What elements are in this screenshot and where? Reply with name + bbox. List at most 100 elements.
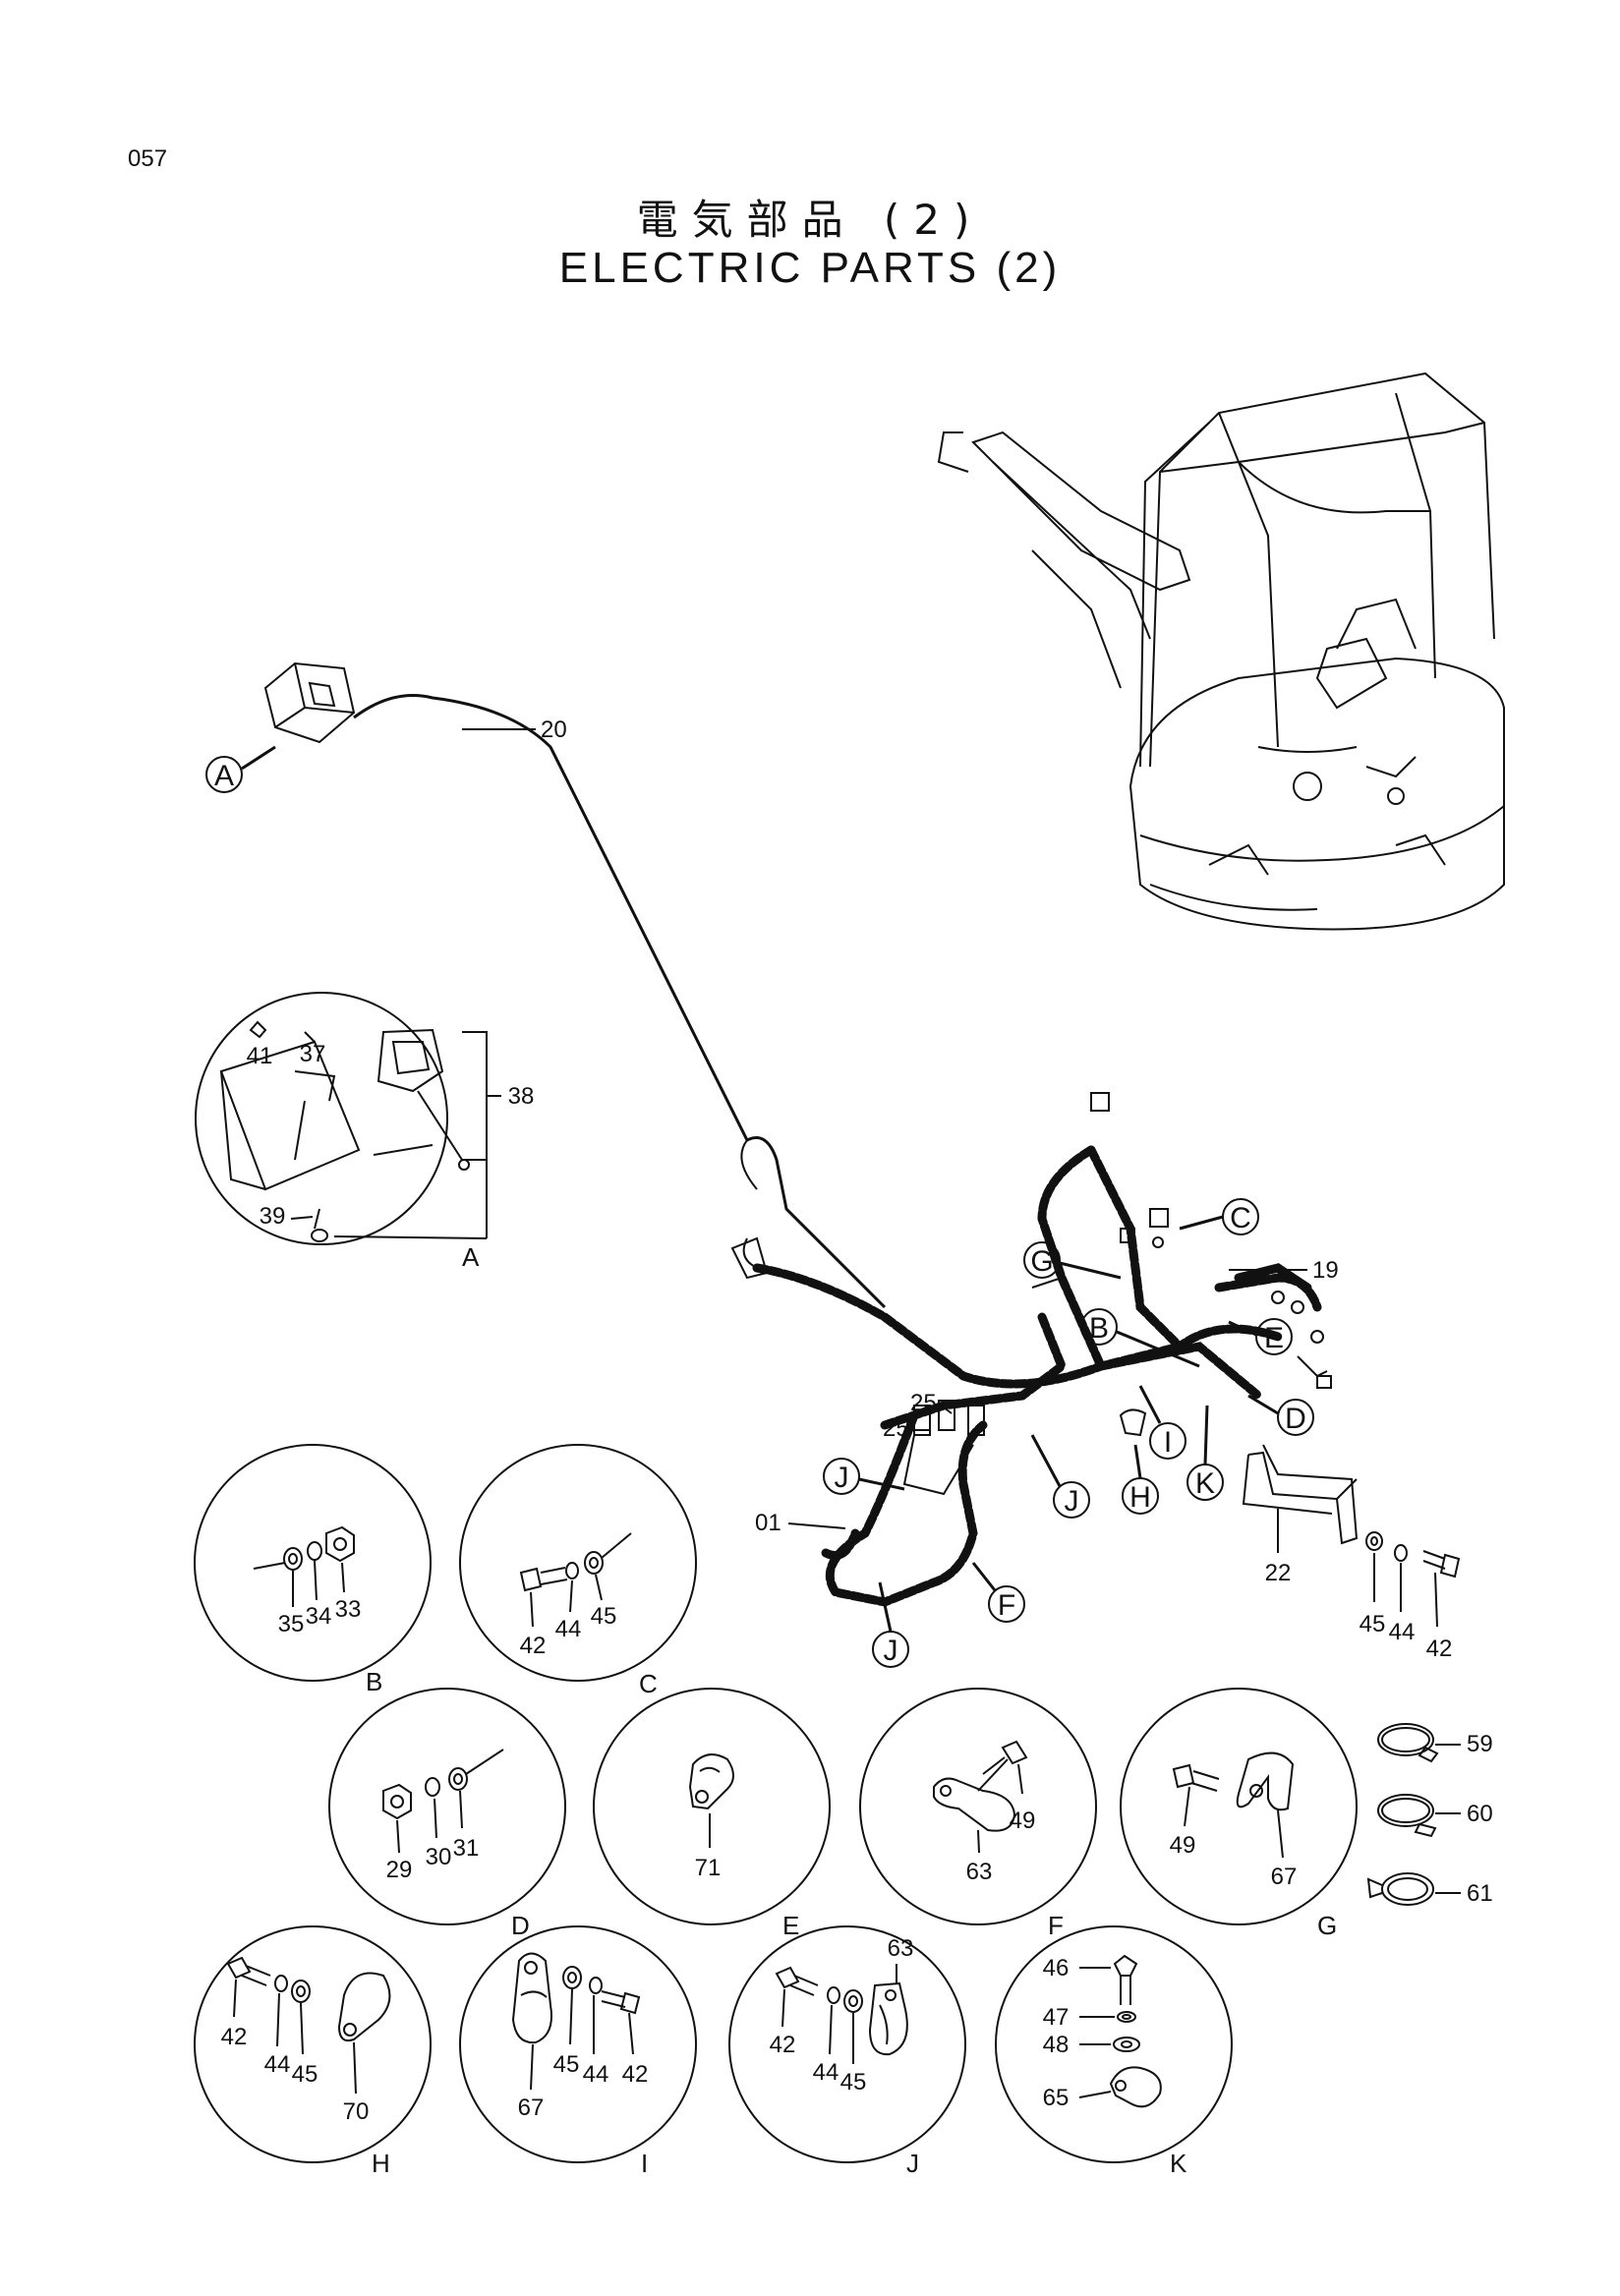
svg-text:47: 47 bbox=[1043, 2004, 1070, 2031]
svg-text:65: 65 bbox=[1043, 2085, 1070, 2111]
svg-text:G: G bbox=[1317, 1911, 1337, 1940]
svg-text:F: F bbox=[1048, 1911, 1064, 1940]
svg-text:G: G bbox=[1030, 1245, 1053, 1278]
svg-text:45: 45 bbox=[292, 2061, 318, 2088]
hose-clamps: 59 60 61 bbox=[1366, 1723, 1493, 1907]
detail-k: 46 47 48 65 K bbox=[995, 1925, 1233, 2178]
detail-b: 35 34 33 B bbox=[194, 1444, 432, 1696]
svg-text:31: 31 bbox=[453, 1835, 480, 1862]
svg-text:46: 46 bbox=[1043, 1955, 1070, 1981]
part-number-01: 01 bbox=[755, 1510, 781, 1536]
svg-text:34: 34 bbox=[306, 1603, 332, 1630]
svg-text:45: 45 bbox=[840, 2069, 867, 2095]
bolt-washer-set bbox=[1365, 1531, 1461, 1578]
part-number-42-main: 42 bbox=[1426, 1636, 1453, 1662]
detail-a-label: A bbox=[462, 1242, 480, 1272]
detail-a-part-39: 39 bbox=[260, 1203, 286, 1230]
svg-text:63: 63 bbox=[888, 1935, 914, 1962]
svg-text:49: 49 bbox=[1170, 1832, 1196, 1859]
detail-g: 49 67 G bbox=[1120, 1688, 1358, 1940]
part-number-25a: 25 bbox=[910, 1390, 937, 1416]
svg-text:A: A bbox=[214, 760, 234, 792]
detail-d: 29 30 31 D bbox=[328, 1688, 566, 1940]
svg-text:44: 44 bbox=[583, 2061, 609, 2088]
svg-text:J: J bbox=[906, 2149, 919, 2178]
svg-text:B: B bbox=[1089, 1312, 1109, 1345]
svg-text:70: 70 bbox=[343, 2098, 370, 2125]
callout-i: I bbox=[1138, 1385, 1186, 1460]
title-english: ELECTRIC PARTS (2) bbox=[558, 244, 1062, 292]
svg-text:45: 45 bbox=[553, 2051, 580, 2078]
svg-text:J: J bbox=[884, 1635, 898, 1667]
svg-text:C: C bbox=[1230, 1202, 1251, 1234]
excavator-illustration bbox=[937, 372, 1505, 931]
callout-h: H bbox=[1119, 1408, 1159, 1515]
svg-text:J: J bbox=[835, 1462, 849, 1494]
callout-e: E bbox=[1228, 1318, 1293, 1355]
svg-text:C: C bbox=[639, 1669, 658, 1698]
svg-text:K: K bbox=[1195, 1467, 1215, 1500]
detail-a-part-38: 38 bbox=[508, 1083, 535, 1110]
svg-text:60: 60 bbox=[1467, 1801, 1493, 1827]
svg-text:59: 59 bbox=[1467, 1731, 1493, 1757]
detail-i: 67 45 44 42 I bbox=[459, 1925, 697, 2178]
part-number-22: 22 bbox=[1265, 1560, 1292, 1586]
svg-text:30: 30 bbox=[426, 1844, 452, 1870]
svg-text:D: D bbox=[1285, 1403, 1306, 1435]
callout-f: F bbox=[971, 1562, 1025, 1623]
svg-text:45: 45 bbox=[591, 1603, 617, 1630]
detail-a-part-37: 37 bbox=[300, 1041, 326, 1067]
detail-e: 71 E bbox=[593, 1688, 831, 1940]
detail-j: 42 44 45 63 J bbox=[728, 1925, 966, 2178]
detail-a-part-41: 41 bbox=[247, 1043, 273, 1069]
svg-text:H: H bbox=[372, 2149, 390, 2178]
work-light-assembly bbox=[263, 661, 887, 1309]
svg-text:44: 44 bbox=[555, 1616, 582, 1642]
part-number-19: 19 bbox=[1312, 1257, 1339, 1284]
callout-j-2: J bbox=[1030, 1434, 1090, 1519]
svg-text:42: 42 bbox=[520, 1633, 547, 1659]
callout-k: K bbox=[1186, 1405, 1224, 1501]
svg-text:71: 71 bbox=[695, 1855, 722, 1881]
svg-text:I: I bbox=[1164, 1426, 1172, 1459]
wire-harness bbox=[752, 1145, 1322, 1607]
svg-text:61: 61 bbox=[1467, 1880, 1493, 1907]
detail-a: 41 37 38 39 A bbox=[195, 992, 535, 1272]
detail-f: 49 63 F bbox=[859, 1688, 1097, 1940]
callout-j-3: J bbox=[872, 1581, 909, 1668]
detail-c: 42 44 45 C bbox=[459, 1444, 697, 1698]
callout-b: B bbox=[1080, 1308, 1200, 1368]
callout-c: C bbox=[1179, 1198, 1259, 1235]
svg-text:44: 44 bbox=[264, 2051, 291, 2078]
svg-text:K: K bbox=[1170, 2149, 1187, 2178]
svg-text:B: B bbox=[366, 1667, 382, 1696]
part-number-25b: 25 bbox=[883, 1415, 909, 1442]
part-number-45-main: 45 bbox=[1360, 1611, 1386, 1637]
svg-text:67: 67 bbox=[1271, 1864, 1298, 1890]
svg-text:67: 67 bbox=[518, 2095, 545, 2121]
svg-text:44: 44 bbox=[813, 2059, 839, 2086]
harness-connectors bbox=[730, 1092, 1332, 1496]
page-number: 057 bbox=[128, 145, 168, 172]
svg-text:29: 29 bbox=[386, 1857, 413, 1883]
svg-text:E: E bbox=[782, 1911, 799, 1940]
detail-h: 42 44 45 70 H bbox=[194, 1925, 432, 2178]
svg-text:I: I bbox=[641, 2149, 648, 2178]
bracket-22 bbox=[1242, 1444, 1359, 1545]
svg-text:E: E bbox=[1264, 1322, 1284, 1354]
part-number-44-main: 44 bbox=[1389, 1619, 1416, 1645]
svg-text:63: 63 bbox=[966, 1859, 993, 1885]
svg-text:42: 42 bbox=[622, 2061, 649, 2088]
svg-text:F: F bbox=[998, 1589, 1015, 1622]
svg-text:49: 49 bbox=[1010, 1808, 1036, 1834]
svg-text:42: 42 bbox=[221, 2024, 248, 2050]
callout-j-1: J bbox=[823, 1458, 905, 1495]
svg-text:48: 48 bbox=[1043, 2032, 1070, 2058]
part-number-20: 20 bbox=[541, 717, 567, 743]
svg-text:J: J bbox=[1065, 1485, 1079, 1518]
title-japanese: 電気部品 (2) bbox=[636, 196, 984, 244]
svg-text:H: H bbox=[1129, 1481, 1151, 1514]
svg-text:D: D bbox=[511, 1911, 530, 1940]
